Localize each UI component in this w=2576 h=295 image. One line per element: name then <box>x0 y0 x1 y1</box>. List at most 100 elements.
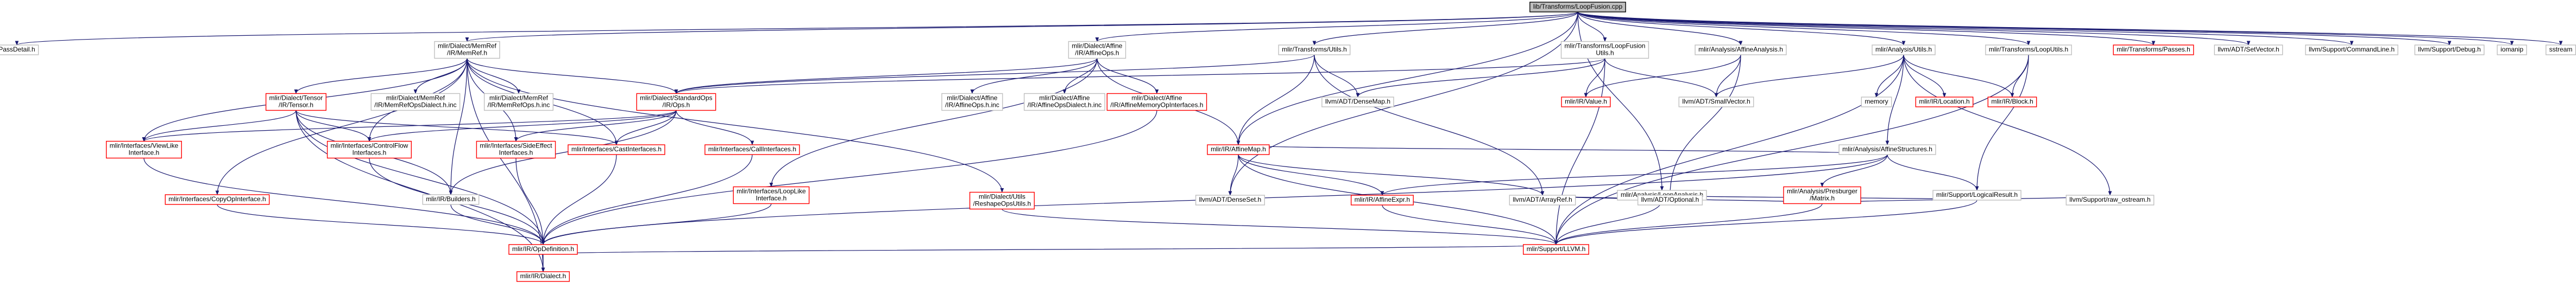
node-stdops[interactable]: mlir/Dialect/StandardOps/IR/Ops.h <box>636 93 716 111</box>
node-iomanip[interactable]: iomanip <box>2497 44 2527 55</box>
node-block[interactable]: mlir/IR/Block.h <box>1987 97 2037 107</box>
node-label: memory <box>1865 98 1888 105</box>
node-box <box>704 144 800 155</box>
node-box <box>2305 44 2398 55</box>
node-label: mlir/Interfaces/SideEffect <box>480 142 552 150</box>
node-affineexpr[interactable]: mlir/IR/AffineExpr.h <box>1351 195 1414 206</box>
node-label: /Matrix.h <box>1810 195 1835 202</box>
node-rawostream[interactable]: llvm/Support/raw_ostream.h <box>2065 195 2155 206</box>
node-label: sstream <box>2549 46 2573 53</box>
node-setvector[interactable]: llvm/ADT/SetVector.h <box>2214 44 2283 55</box>
node-box <box>1351 195 1414 206</box>
node-castint[interactable]: mlir/Interfaces/CastInterfaces.h <box>568 144 665 155</box>
edge-affineops-to-looplike <box>769 58 1098 188</box>
edge-root-to-iomanip <box>1577 11 2514 46</box>
node-memory[interactable]: memory <box>1861 97 1892 107</box>
node-root[interactable]: lib/Transforms/LoopFusion.cpp <box>1529 2 1626 12</box>
edge-affinestructs-to-affinemap <box>1237 144 1888 155</box>
node-label: mlir/Analysis/Utils.h <box>1875 46 1932 53</box>
node-tutils[interactable]: mlir/Transforms/Utils.h <box>1278 44 1351 55</box>
node-label: mlir/IR/Builders.h <box>426 195 475 203</box>
node-label: PassDetail.h <box>0 46 35 53</box>
node-presburger[interactable]: mlir/Analysis/Presburger/Matrix.h <box>1783 186 1861 204</box>
node-affinedialectinc[interactable]: mlir/Dialect/Affine/IR/AffineOpsDialect.… <box>1024 93 1105 111</box>
node-label: /IR/AffineOps.h <box>1075 49 1119 57</box>
node-arrayref[interactable]: llvm/ADT/ArrayRef.h <box>1509 195 1576 206</box>
node-tloop[interactable]: mlir/Transforms/LoopUtils.h <box>1985 44 2072 55</box>
node-callint[interactable]: mlir/Interfaces/CallInterfaces.h <box>704 144 800 155</box>
node-affineops[interactable]: mlir/Dialect/Affine/IR/AffineOps.h <box>1068 41 1126 59</box>
edge-memref-to-memrefopsinc <box>413 58 468 94</box>
node-affinemap[interactable]: mlir/IR/AffineMap.h <box>1207 144 1270 155</box>
node-passdetail[interactable]: PassDetail.h <box>0 44 39 55</box>
node-label: /IR/MemRef.h <box>447 49 487 57</box>
node-supportllvm[interactable]: mlir/Support/LLVM.h <box>1523 244 1589 255</box>
edge-affinemap-to-affineexpr <box>1238 154 1384 196</box>
node-label: Interface.h <box>129 149 160 157</box>
node-affineopsinc[interactable]: mlir/Dialect/Affine/IR/AffineOps.h.inc <box>941 93 1003 111</box>
node-box <box>2065 195 2155 206</box>
node-label: llvm/ADT/Optional.h <box>1641 196 1699 203</box>
node-autils[interactable]: mlir/Analysis/Utils.h <box>1872 44 1936 55</box>
node-memref[interactable]: mlir/Dialect/MemRef/IR/MemRef.h <box>434 41 500 59</box>
node-box <box>1509 195 1576 206</box>
edge-tensor-to-controlflow <box>295 110 371 142</box>
node-cmdline[interactable]: llvm/Support/CommandLine.h <box>2305 44 2398 55</box>
node-box <box>1561 97 1611 107</box>
node-memrefopsinc[interactable]: mlir/Dialect/MemRef/IR/MemRefOpsDialect.… <box>370 93 461 111</box>
node-label: llvm/ADT/SetVector.h <box>2218 46 2279 53</box>
node-label: mlir/IR/Value.h <box>1565 98 1607 105</box>
node-aanalysis[interactable]: mlir/Analysis/AffineAnalysis.h <box>1695 44 1787 55</box>
node-affinestructs[interactable]: mlir/Analysis/AffineStructures.h <box>1838 144 1936 155</box>
edge-affineops-to-affinedialectinc <box>1062 58 1098 94</box>
node-smallvector[interactable]: llvm/ADT/SmallVector.h <box>1678 97 1754 107</box>
node-optional[interactable]: llvm/ADT/Optional.h <box>1637 195 1703 206</box>
edge-root-to-tutils <box>1312 11 1578 46</box>
node-box <box>2545 44 2576 55</box>
edge-autils-to-affinestructs <box>1885 54 1904 145</box>
edge-opdef-to-supportllvm <box>543 244 1557 255</box>
edge-stdops-to-viewlike <box>142 110 677 142</box>
node-sstream[interactable]: sstream <box>2545 44 2576 55</box>
node-densemap[interactable]: llvm/ADT/DenseMap.h <box>1321 97 1394 107</box>
node-box <box>1783 186 1861 204</box>
node-label: lib/Transforms/LoopFusion.cpp <box>1533 3 1623 10</box>
edge-affineexpr-to-supportllvm <box>1382 204 1558 245</box>
node-label: mlir/IR/Dialect.h <box>520 272 566 280</box>
edge-root-to-setvector <box>1577 11 2251 46</box>
node-logicalresult[interactable]: mlir/Support/LogicalResult.h <box>1932 190 2021 201</box>
edge-memref-to-dialect <box>467 58 545 272</box>
node-label: mlir/Dialect/MemRef <box>386 94 445 102</box>
edge-tutils-to-affinemap <box>1236 54 1315 145</box>
node-label: llvm/ADT/ArrayRef.h <box>1513 196 1572 203</box>
node-box <box>106 140 182 159</box>
node-debug[interactable]: llvm/Support/Debug.h <box>2414 44 2485 55</box>
node-tensor[interactable]: mlir/Dialect/Tensor/IR/Tensor.h <box>265 93 327 111</box>
node-box <box>1278 44 1351 55</box>
node-opdef[interactable]: mlir/IR/OpDefinition.h <box>508 244 578 255</box>
node-location[interactable]: mlir/IR/Location.h <box>1915 97 1974 107</box>
node-label: mlir/Dialect/Utils <box>979 193 1025 201</box>
node-affinemem[interactable]: mlir/Dialect/Affine/IR/AffineMemoryOpInt… <box>1106 93 1207 111</box>
node-builders[interactable]: mlir/IR/Builders.h <box>422 194 480 205</box>
node-box <box>165 194 270 205</box>
node-copyopint[interactable]: mlir/Interfaces/CopyOpInterface.h <box>165 194 270 205</box>
node-box <box>1987 97 2037 107</box>
edge-tensor-to-dialect <box>295 110 545 272</box>
node-memrefops[interactable]: mlir/Dialect/MemRef/IR/MemRefOps.h.inc <box>483 93 554 111</box>
node-reshapeops[interactable]: mlir/Dialect/Utils/ReshapeOpsUtils.h <box>969 191 1035 210</box>
node-denseset[interactable]: llvm/ADT/DenseSet.h <box>1195 195 1265 206</box>
edge-aanalysis-to-optional <box>1668 54 1741 196</box>
edge-autils-to-block <box>1903 54 2014 98</box>
node-value[interactable]: mlir/IR/Value.h <box>1561 97 1611 107</box>
node-dialect[interactable]: mlir/IR/Dialect.h <box>516 271 570 282</box>
edge-root-to-lfutils <box>1577 11 1607 42</box>
node-tpasses[interactable]: mlir/Transforms/Passes.h <box>2113 44 2194 55</box>
edge-aanalysis-to-value <box>1584 54 1741 98</box>
node-label: iomanip <box>2501 46 2523 53</box>
